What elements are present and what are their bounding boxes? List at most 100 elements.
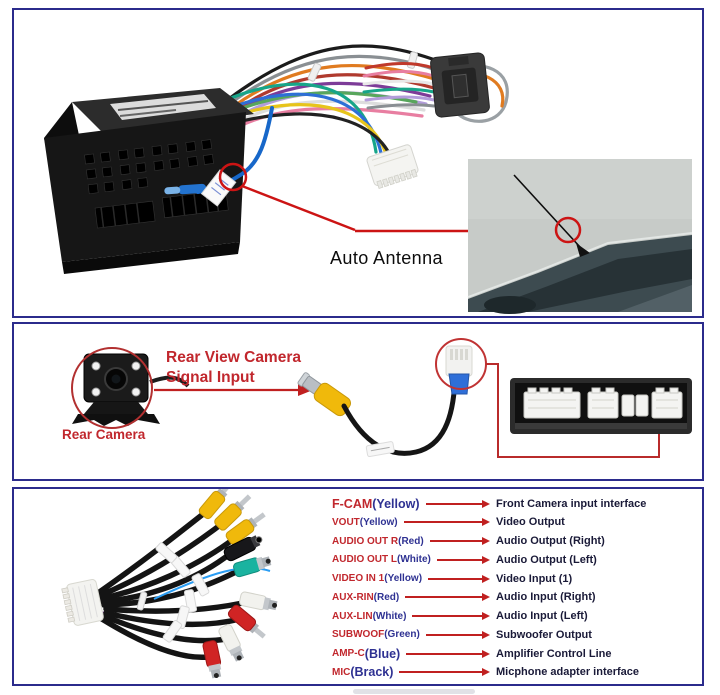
rca-description: Subwoofer Output <box>496 628 592 641</box>
arrowhead-icon <box>482 593 490 602</box>
arrowhead-icon <box>482 518 490 527</box>
rca-description: Front Camera input interface <box>496 497 647 510</box>
connector-line <box>436 558 482 561</box>
rca-row: MIC (Brack) Micphone adapter interface <box>332 665 698 680</box>
rca-color-note: (Green) <box>384 629 420 641</box>
auto-antenna-label: Auto Antenna <box>330 248 443 268</box>
rca-breakout-illustration <box>61 489 278 679</box>
arrowhead-icon <box>482 499 490 508</box>
rca-color-note: (Brack) <box>350 665 394 680</box>
wire-label-sleeves <box>155 542 210 643</box>
rca-description: Video Input (1) <box>496 572 573 585</box>
arrowhead-icon <box>482 574 490 583</box>
highlight-circle <box>554 216 582 244</box>
rca-description: Video Output <box>496 516 565 529</box>
rca-row: VOUT (Yellow) Video Output <box>332 515 698 530</box>
rca-row: SUBWOOF (Green) Subwoofer Output <box>332 627 698 642</box>
connector-line <box>406 652 482 655</box>
rca-plug-yellow <box>225 512 266 545</box>
connector-line <box>428 577 482 580</box>
rca-jack-red <box>202 640 222 679</box>
rca-plug-red <box>227 604 266 639</box>
rear-camera-title-line1: Rear View Camera <box>166 349 301 366</box>
connector-line <box>403 521 482 524</box>
arrowhead-icon <box>482 537 490 546</box>
antenna-label-tag <box>200 169 237 207</box>
rca-color-note: (Yellow) <box>372 496 420 511</box>
rca-name: SUBWOOF <box>332 629 385 641</box>
rca-row: F-CAM(Yellow) Front Camera input interfa… <box>332 496 698 511</box>
arrowhead-icon <box>482 649 490 658</box>
panel-antenna: Auto Antenna <box>12 8 704 318</box>
highlight-circle <box>71 347 153 429</box>
connector-line <box>429 540 482 543</box>
rca-description: Audio Output (Right) <box>496 535 605 548</box>
rca-color-note: (Yellow) <box>384 573 423 585</box>
arrowhead-icon <box>482 668 490 677</box>
rear-camera-title-line2: Signal Input <box>166 369 255 386</box>
yellow-rca-connector <box>297 372 352 417</box>
rca-color-note: (Red) <box>398 535 424 547</box>
rca-description: Micphone adapter interface <box>496 666 640 679</box>
antenna-mast <box>513 174 581 248</box>
rca-row: AUDIO OUT L (White) Audio Output (Left) <box>332 552 698 567</box>
rca-row: AUX-RIN (Red) Audio Input (Right) <box>332 590 698 605</box>
arrowhead-icon <box>482 612 490 621</box>
rca-name: AUX-LIN <box>332 610 373 622</box>
cable-label-sleeve <box>365 441 395 458</box>
rca-plug-yellow <box>198 489 234 520</box>
rca-row: AMP-C (Blue) Amplifier Control Line <box>332 646 698 661</box>
connector-line <box>412 615 482 618</box>
rca-description: Audio Input (Left) <box>496 610 588 623</box>
connector-line <box>425 502 482 505</box>
connector-line <box>399 671 482 674</box>
rca-name: AUX-RIN <box>332 591 374 603</box>
white-20pin-connector <box>366 144 419 189</box>
camera-signal-cable <box>341 373 458 456</box>
rca-name: MIC <box>332 666 351 678</box>
arrowhead-icon <box>298 384 313 396</box>
rca-legend: F-CAM(Yellow) Front Camera input interfa… <box>332 496 698 680</box>
rca-color-note: (White) <box>397 554 431 566</box>
rca-name: VIDEO IN 1 <box>332 573 385 585</box>
rca-plug-yellow <box>214 494 252 531</box>
panel-rear-camera: Rear View Camera Signal Input Rear Camer… <box>12 322 704 481</box>
watermark-bar <box>353 689 475 694</box>
connector-line <box>425 633 482 636</box>
blue-tape <box>448 373 470 395</box>
rca-jack-white <box>218 624 245 662</box>
rca-name: AUDIO OUT R <box>332 535 399 547</box>
rca-name: VOUT <box>332 516 360 528</box>
rca-row: AUDIO OUT R (Red) Audio Output (Right) <box>332 534 698 549</box>
iso-connector <box>362 52 490 118</box>
rca-color-note: (Yellow) <box>359 516 398 528</box>
connector-line <box>405 596 482 599</box>
rca-color-note: (Blue) <box>364 646 401 661</box>
rca-color-note: (Red) <box>373 591 400 603</box>
arrowhead-icon <box>482 630 490 639</box>
panel-rca-outputs: F-CAM(Yellow) Front Camera input interfa… <box>12 487 704 686</box>
rca-description: Amplifier Control Line <box>496 647 612 660</box>
cable-tie <box>136 591 148 611</box>
wire-bundle <box>224 44 509 168</box>
rear-camera-photo <box>72 353 190 426</box>
rca-color-note: (White) <box>372 610 407 622</box>
car-roof-antenna-photo <box>467 159 693 314</box>
rca-jack-white <box>239 591 278 611</box>
rear-camera-title: Rear View Camera Signal Input <box>166 348 301 388</box>
rca-description: Audio Input (Right) <box>496 591 596 604</box>
rca-row: VIDEO IN 1 (Yellow) Video Input (1) <box>332 571 698 586</box>
annotation-line <box>486 363 660 458</box>
rca-name: AMP-C <box>332 648 365 660</box>
arrowhead-icon <box>482 555 490 564</box>
highlight-circle <box>218 162 248 192</box>
rear-camera-illustration <box>71 338 692 458</box>
head-unit-rear-sockets <box>510 378 692 434</box>
quadlock-connector <box>44 88 254 274</box>
harness-antenna-illustration <box>44 44 693 314</box>
jack-35mm-black <box>223 535 263 562</box>
rca-description: Audio Output (Left) <box>496 553 597 566</box>
rear-camera-caption: Rear Camera <box>62 427 146 442</box>
rca-name: F-CAM <box>332 496 373 511</box>
